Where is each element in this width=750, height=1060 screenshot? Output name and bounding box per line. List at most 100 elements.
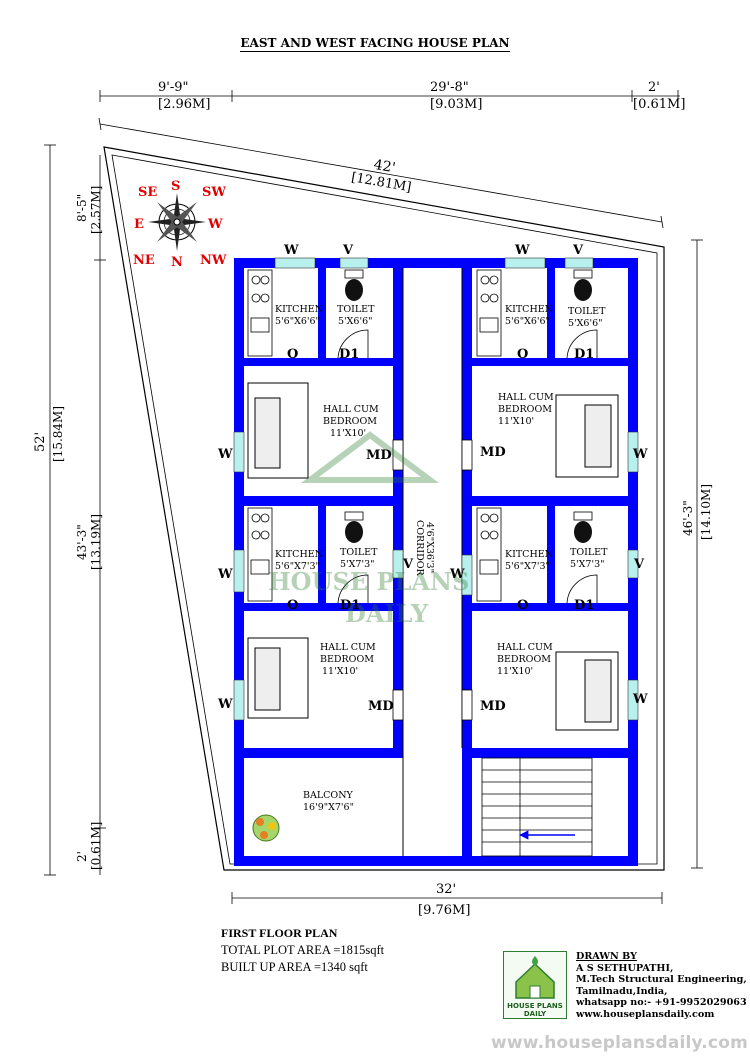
opening-tags: W V W V W W W V W V W W O O O O D1 D1 D1… bbox=[217, 243, 648, 714]
tag-w-4: W bbox=[632, 447, 648, 462]
brand-logo: HOUSE PLANS DAILY bbox=[503, 951, 567, 1019]
compass-sw: SW bbox=[202, 185, 226, 200]
author-site[interactable]: www.houseplansdaily.com bbox=[576, 1008, 715, 1020]
compass-s: S bbox=[171, 179, 180, 194]
label-toilet-4: TOILET bbox=[570, 547, 608, 558]
tag-v-1: V bbox=[342, 243, 354, 258]
tag-w-3: W bbox=[217, 447, 233, 462]
logo-line1: HOUSE PLANS bbox=[507, 1002, 563, 1010]
label-kitchen-3-size: 5'6"X7'3" bbox=[275, 561, 320, 572]
right-dimension bbox=[691, 239, 703, 869]
tag-v-3: V bbox=[402, 557, 414, 572]
dim-top-mid: 29'-8" bbox=[430, 80, 469, 95]
label-corridor-size: 4'6"X36'3" bbox=[424, 522, 435, 573]
house-logo-icon: HOUSE PLANS DAILY bbox=[507, 956, 563, 1018]
tag-w-2: W bbox=[514, 243, 530, 258]
label-kitchen-4: KITCHEN bbox=[505, 549, 553, 560]
tag-md-4: MD bbox=[480, 699, 506, 714]
tag-w-7: W bbox=[217, 697, 233, 712]
author-qualification: M.Tech Structural Engineering, bbox=[576, 974, 747, 986]
label-kitchen-2: KITCHEN bbox=[505, 304, 553, 315]
label-toilet-1-size: 5'X6'6" bbox=[338, 316, 373, 327]
left-dimensions bbox=[44, 144, 106, 876]
author-place: Tamilnadu,India, bbox=[576, 985, 668, 997]
footer-url[interactable]: www.houseplansdaily.com bbox=[490, 1033, 748, 1053]
label-kitchen-3: KITCHEN bbox=[275, 549, 323, 560]
label-toilet-3: TOILET bbox=[340, 547, 378, 558]
tag-v-4: V bbox=[633, 557, 645, 572]
dim-top-mid-m: [9.03M] bbox=[430, 97, 482, 112]
tag-w-8: W bbox=[632, 692, 648, 707]
watermark-l1: HOUSE PLANS bbox=[268, 567, 469, 596]
compass-e: E bbox=[134, 217, 144, 232]
dim-right: 46'-3" bbox=[681, 500, 695, 536]
label-kitchen-1-size: 5'6"X6'6" bbox=[275, 316, 320, 327]
dim-top-right: 2' bbox=[648, 80, 660, 95]
dim-left-total: 52' bbox=[33, 432, 48, 452]
compass-w: W bbox=[207, 217, 223, 232]
dim-left-bot: 2' bbox=[75, 851, 89, 862]
label-balcony-size: 16'9"X7'6" bbox=[303, 802, 354, 813]
tag-v-2: V bbox=[572, 243, 584, 258]
floor-info: FIRST FLOOR PLAN TOTAL PLOT AREA =1815sq… bbox=[221, 925, 384, 976]
compass-labels: SE S SW E W NE N NW bbox=[133, 179, 227, 270]
label-hall-3-b: BEDROOM bbox=[320, 654, 374, 665]
kitchen-counters bbox=[247, 269, 502, 602]
label-hall-4-b: BEDROOM bbox=[497, 654, 551, 665]
dim-top-left: 9'-9" bbox=[158, 80, 189, 95]
credits: DRAWN BY A S SETHUPATHI, M.Tech Structur… bbox=[576, 951, 747, 1021]
watermark-l2: DAILY bbox=[345, 599, 429, 628]
label-hall-2-b: BEDROOM bbox=[498, 404, 552, 415]
author-phone: whatsapp no:- +91-9952029063 bbox=[576, 997, 747, 1009]
label-balcony: BALCONY bbox=[303, 790, 354, 801]
author-name: A S SETHUPATHI, bbox=[576, 962, 674, 974]
bottom-dimension bbox=[231, 892, 663, 904]
dim-right-m: [14.10M] bbox=[699, 484, 713, 540]
label-hall-3-a: HALL CUM bbox=[320, 642, 376, 653]
plan-title-text: EAST AND WEST FACING HOUSE PLAN bbox=[240, 36, 510, 52]
plot-boundary bbox=[103, 146, 665, 871]
plot-area: TOTAL PLOT AREA =1815sqft bbox=[221, 943, 385, 957]
dim-left-top: 8'-5" bbox=[75, 194, 89, 222]
stoves bbox=[250, 275, 499, 575]
label-toilet-1: TOILET bbox=[337, 304, 375, 315]
room-labels: KITCHEN 5'6"X6'6" TOILET 5'X6'6" HALL CU… bbox=[275, 304, 608, 813]
tag-o-3: O bbox=[287, 598, 298, 613]
plan-title: EAST AND WEST FACING HOUSE PLAN bbox=[0, 36, 750, 52]
diagonal-dimension bbox=[98, 117, 664, 229]
windows bbox=[233, 257, 639, 721]
tag-md-1: MD bbox=[366, 448, 392, 463]
tag-d1-3: D1 bbox=[340, 598, 360, 613]
beds bbox=[247, 382, 619, 731]
compass-n: N bbox=[171, 255, 183, 270]
top-dimensions bbox=[99, 90, 680, 102]
built-area: BUILT UP AREA =1340 sqft bbox=[221, 960, 368, 974]
dim-bottom: 32' bbox=[436, 882, 456, 897]
tag-o-1: O bbox=[287, 347, 298, 362]
dim-left-mid: 43'-3" bbox=[75, 524, 89, 560]
tag-w-6: W bbox=[449, 567, 465, 582]
dim-left-top-m: [2.57M] bbox=[89, 186, 103, 234]
label-toilet-4-size: 5'X7'3" bbox=[570, 559, 605, 570]
compass-rose bbox=[148, 193, 206, 251]
label-toilet-3-size: 5'X7'3" bbox=[340, 559, 375, 570]
tag-d1-1: D1 bbox=[339, 347, 359, 362]
tag-w-1: W bbox=[283, 243, 299, 258]
watermark: HOUSE PLANS DAILY bbox=[268, 431, 469, 628]
label-hall-2-size: 11'X10' bbox=[498, 416, 534, 427]
tag-md-3: MD bbox=[368, 699, 394, 714]
label-hall-4-size: 11'X10' bbox=[497, 666, 533, 677]
label-toilet-2-size: 5'X6'6" bbox=[568, 318, 603, 329]
main-doors bbox=[392, 439, 473, 721]
staircase bbox=[481, 757, 593, 857]
label-hall-1-b: BEDROOM bbox=[323, 416, 377, 427]
tag-md-2: MD bbox=[480, 445, 506, 460]
label-corridor: CORRIDOR bbox=[414, 520, 425, 577]
label-hall-4-a: HALL CUM bbox=[497, 642, 553, 653]
plant-icon bbox=[252, 814, 280, 842]
toilet-doors bbox=[337, 329, 598, 604]
tag-o-4: O bbox=[517, 598, 528, 613]
tag-o-2: O bbox=[517, 347, 528, 362]
dim-bottom-m: [9.76M] bbox=[418, 903, 470, 918]
